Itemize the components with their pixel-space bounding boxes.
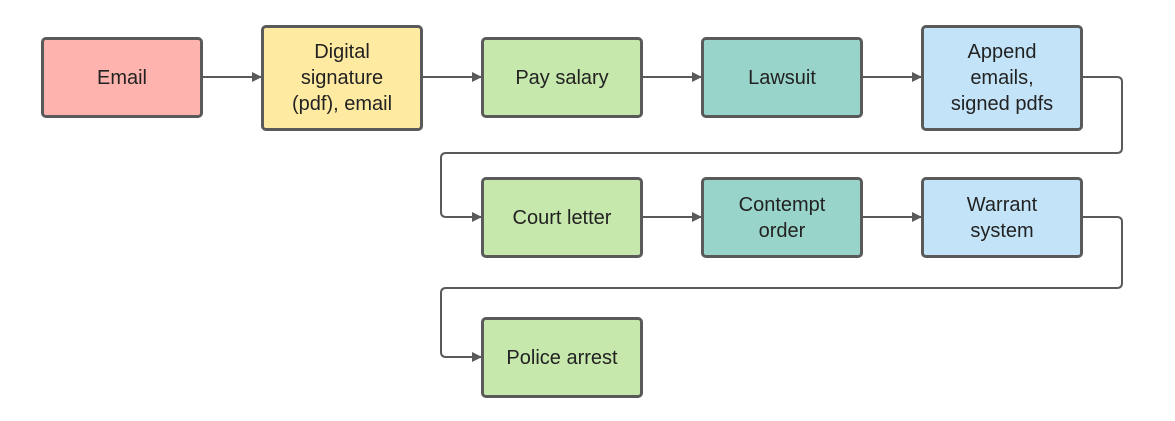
node-email: Email (41, 37, 203, 118)
node-digital-signature: Digital signature (pdf), email (261, 25, 423, 131)
node-append-emails: Append emails, signed pdfs (921, 25, 1083, 131)
node-append-emails-label: Append emails, signed pdfs (950, 41, 1054, 115)
node-pay-salary-label: Pay salary (515, 66, 609, 89)
node-police-arrest: Police arrest (481, 317, 643, 398)
node-contempt-order-label: Contempt order (738, 193, 826, 242)
node-warrant-system: Warrant system (921, 177, 1083, 258)
node-digital-signature-label: Digital signature (pdf), email (291, 41, 393, 115)
node-email-label: Email (96, 66, 147, 89)
node-contempt-order: Contempt order (701, 177, 863, 258)
arrow-warrant-system-to-police-arrest (440, 216, 1123, 362)
node-pay-salary: Pay salary (481, 37, 643, 118)
node-lawsuit-label: Lawsuit (748, 66, 816, 89)
node-court-letter-label: Court letter (512, 206, 612, 229)
node-police-arrest-label: Police arrest (506, 346, 618, 369)
node-lawsuit: Lawsuit (701, 37, 863, 118)
arrow-append-emails-to-court-letter (440, 76, 1123, 222)
node-court-letter: Court letter (481, 177, 643, 258)
node-warrant-system-label: Warrant system (966, 193, 1038, 242)
